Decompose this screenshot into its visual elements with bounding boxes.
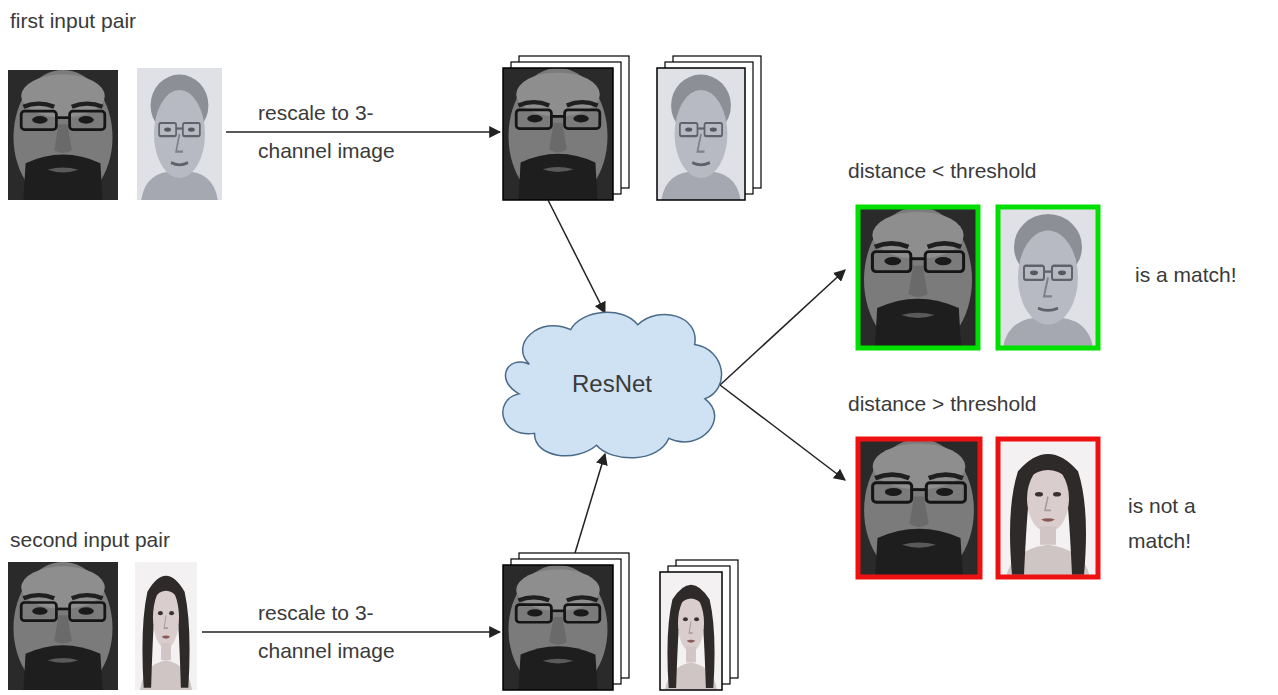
arrow-connector <box>575 454 605 553</box>
group-heading: second input pair <box>10 527 170 553</box>
arrow-connector <box>548 200 605 313</box>
mismatch-frames <box>858 439 1098 582</box>
result-group: distance < threshold is a match! <box>845 155 1271 355</box>
group-heading: first input pair <box>10 8 136 34</box>
model-cloud: ResNet <box>488 305 736 463</box>
input-pair-group: second input pair <box>5 553 775 690</box>
arrow-connector <box>720 270 845 385</box>
input-pair-group: first input pair <box>5 8 775 200</box>
arrow-connector <box>720 385 845 480</box>
match-frames <box>858 207 1098 353</box>
result-verdict: is a match! <box>1135 262 1265 288</box>
result-verdict: is not a match! <box>1128 488 1240 558</box>
model-name: ResNet <box>488 369 736 399</box>
step-label: rescale to 3-channel image <box>258 94 433 170</box>
rescale-arrow <box>202 132 500 632</box>
result-heading: distance < threshold <box>848 158 1037 184</box>
step-label: rescale to 3-channel image <box>258 594 433 670</box>
input-photos <box>8 68 222 694</box>
result-heading: distance > threshold <box>848 391 1037 417</box>
result-group: distance > threshold is not a match! <box>845 388 1270 583</box>
